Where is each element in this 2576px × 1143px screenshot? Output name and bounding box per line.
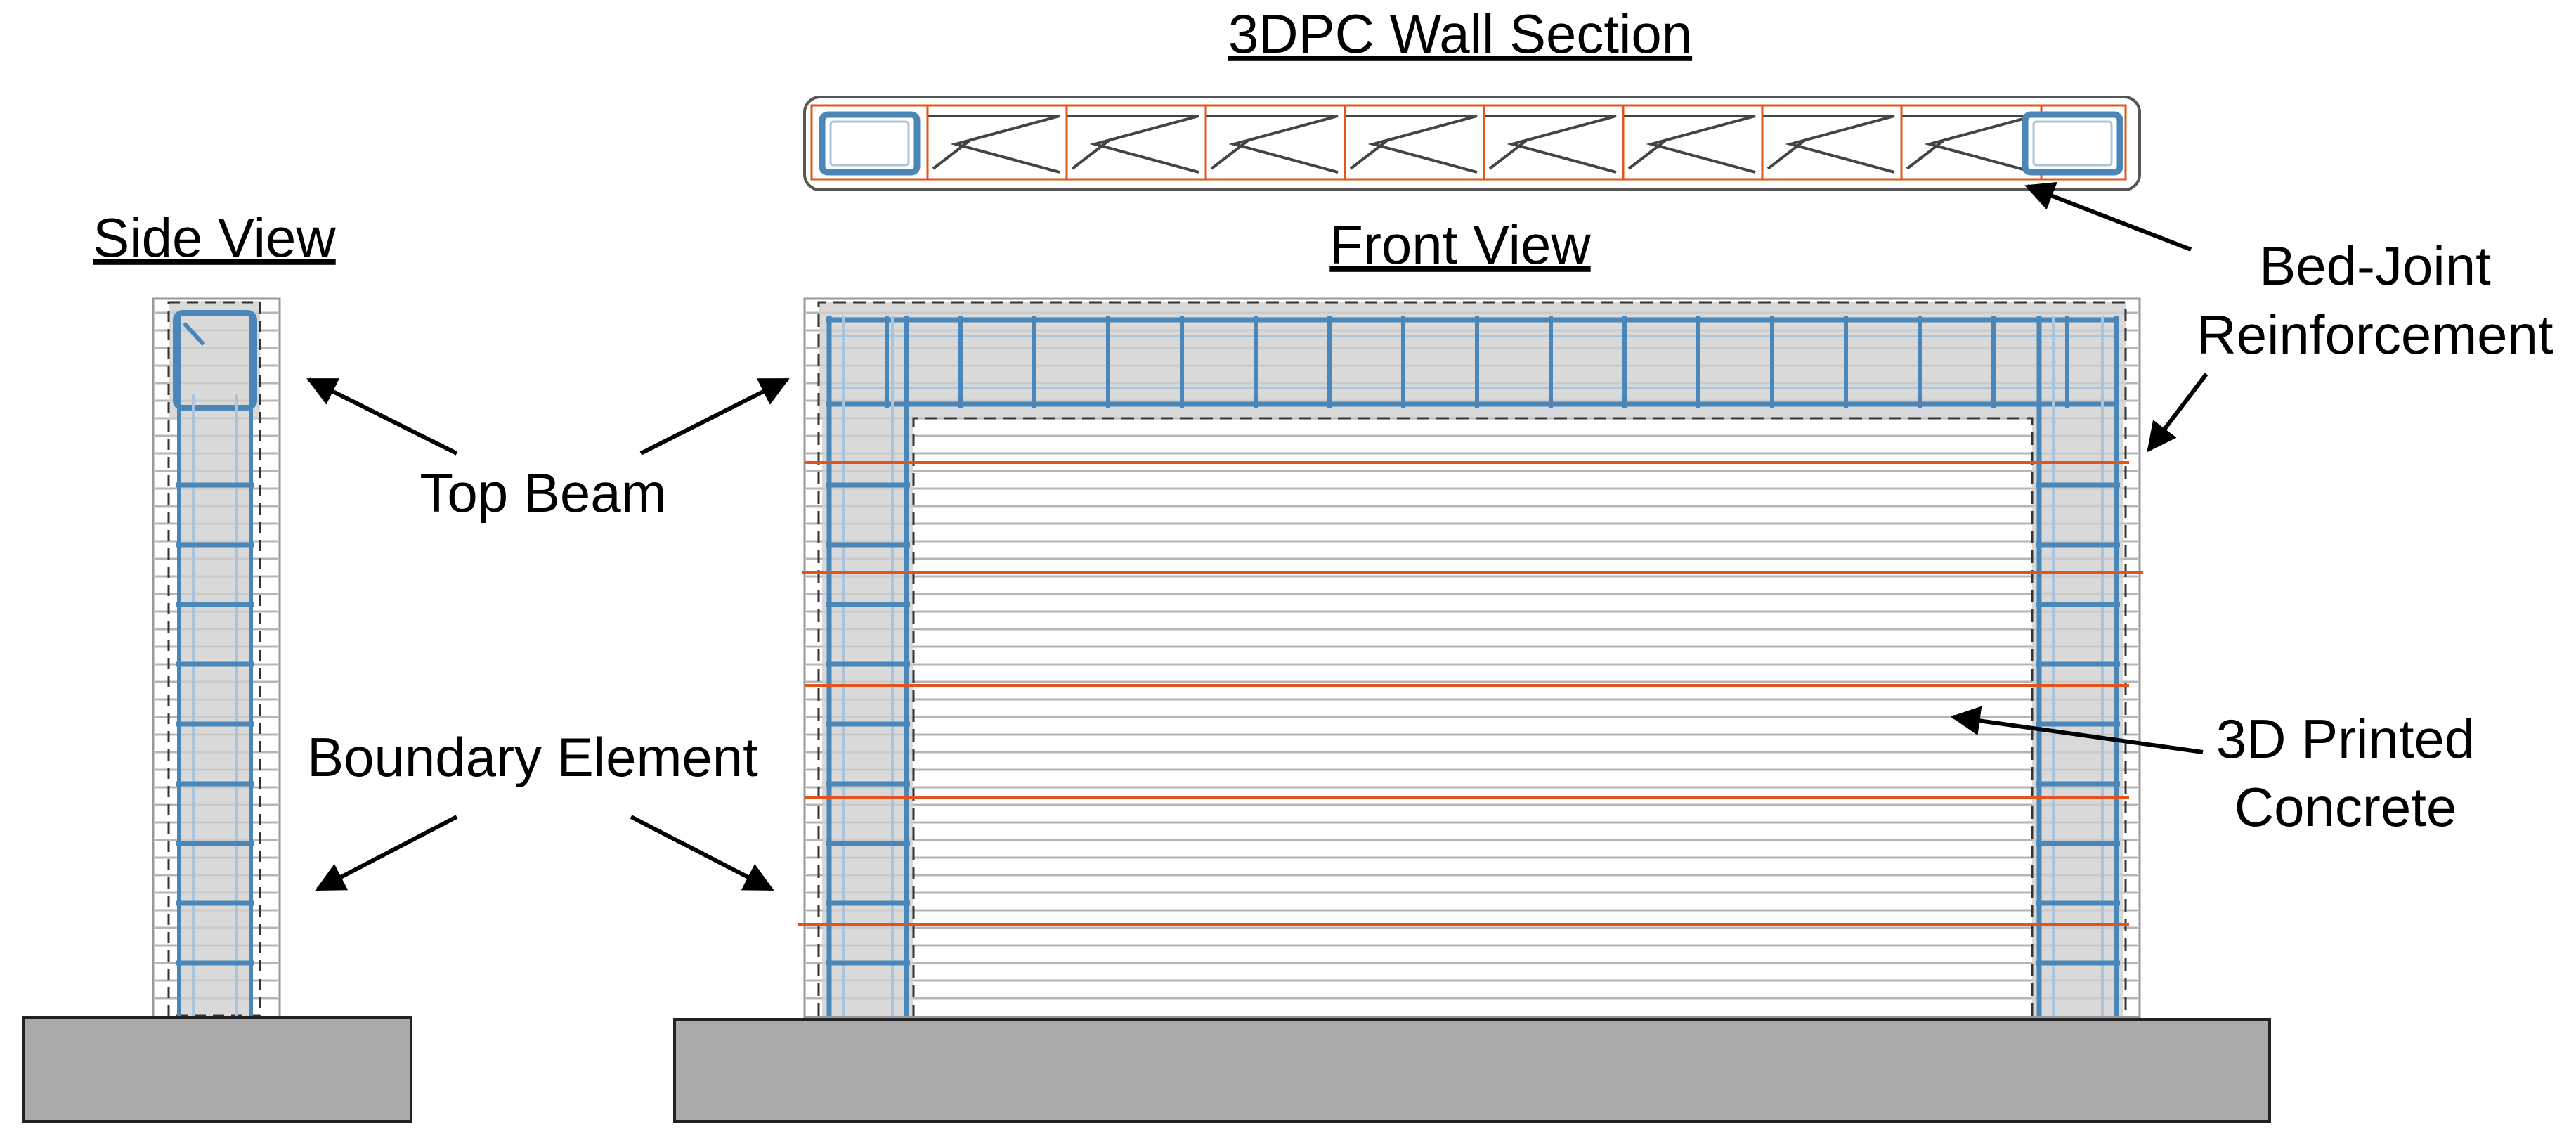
printed-filament-segment: [928, 115, 1060, 174]
arrow-bed-joint-section: [2024, 182, 2192, 252]
front-view-title: Front View: [1329, 214, 1591, 276]
side-view-title: Side View: [93, 207, 336, 269]
arrow-boundary-front: [630, 815, 774, 891]
front-view-left-boundary-element: [822, 418, 913, 1016]
section-right-boundary-rebar: [2022, 111, 2123, 176]
side-view: [22, 297, 412, 1123]
side-view-boundary-element: [177, 420, 253, 1016]
printed-filament-segment: [1067, 115, 1199, 174]
bed-joint-label-line2: Reinforcement: [2197, 304, 2554, 366]
annotation-arrows: [306, 182, 2209, 891]
side-view-stirrups: [176, 482, 254, 966]
wall-section-outline: [803, 96, 2141, 191]
front-view-boundary-outline: [817, 301, 2127, 1016]
front-view-beam-longitudinal-rebar: [826, 317, 2119, 407]
arrow-bed-joint-front: [2147, 373, 2209, 453]
arrow-boundary-side: [315, 815, 458, 891]
printed-filament-segment: [1484, 115, 1617, 174]
arrow-printed-concrete: [1950, 706, 2204, 754]
front-view-beam-stirrups: [885, 316, 2069, 408]
side-view-top-beam: [169, 301, 260, 420]
top-beam-label: Top Beam: [419, 462, 666, 524]
section-left-boundary-rebar: [819, 111, 921, 176]
front-view-right-boundary-element: [2032, 418, 2123, 1016]
printed-filament-segment: [1901, 115, 2034, 174]
arrow-top-beam-side: [306, 377, 458, 456]
printed-filament-segment: [1345, 115, 1478, 174]
printed-filament-segment: [1762, 115, 1895, 174]
wall-section: [803, 96, 2141, 191]
printed-filament-segment: [1206, 115, 1339, 174]
bed-joint-label-line1: Bed-Joint: [2259, 235, 2491, 297]
front-view-bed-joint-reinforcement: [798, 461, 2143, 926]
printed-filament-segment: [1623, 115, 1756, 174]
front-view: [673, 297, 2271, 1123]
arrow-top-beam-front: [639, 377, 790, 456]
side-view-foundation: [22, 1016, 412, 1123]
front-view-foundation: [673, 1018, 2271, 1123]
wall-section-title: 3DPC Wall Section: [1228, 3, 1692, 65]
side-view-rebar-cage: [173, 310, 257, 1016]
wall-section-bed-joint-outline: [810, 104, 2127, 181]
boundary-element-label: Boundary Element: [307, 726, 758, 788]
printed-concrete-label-line1: 3D Printed: [2216, 708, 2476, 770]
front-view-column-stirrups: [826, 482, 2120, 966]
printed-concrete-label-line2: Concrete: [2235, 776, 2457, 838]
